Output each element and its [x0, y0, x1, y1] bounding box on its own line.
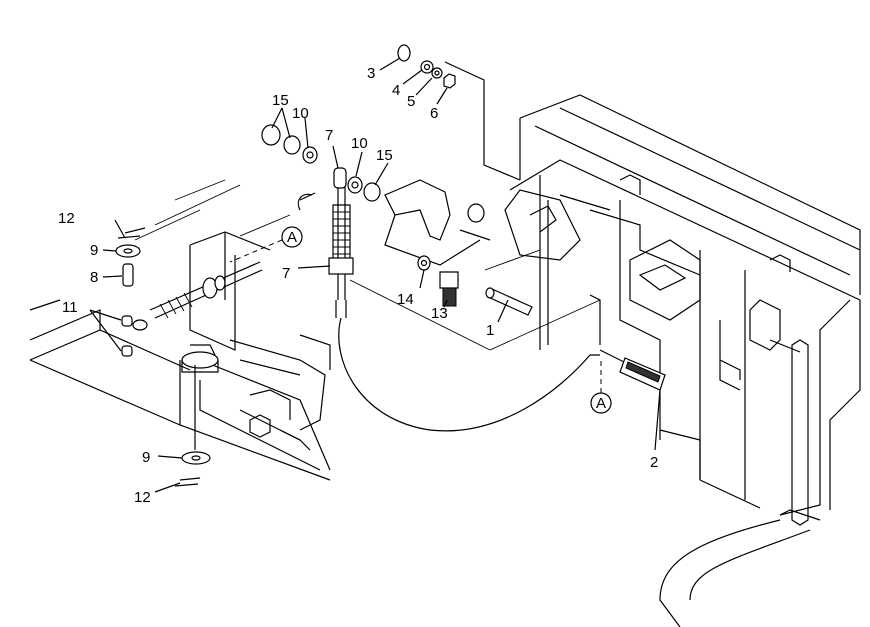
- pin-and-bolts: [417, 255, 666, 391]
- callout-13: 13: [431, 305, 448, 322]
- machine-frame: [349, 61, 861, 627]
- callout-9: 9: [142, 449, 150, 466]
- parts-left-group: [115, 192, 316, 487]
- callout-12: 12: [58, 210, 75, 227]
- pivot-bracket: [181, 344, 219, 373]
- cable-assembly: [328, 167, 600, 432]
- callout-9: 9: [90, 242, 98, 259]
- callout-15: 15: [376, 147, 393, 164]
- callout-14: 14: [397, 291, 414, 308]
- reference-mark-label: A: [596, 395, 606, 412]
- callout-11: 11: [62, 299, 78, 316]
- callout-12: 12: [134, 489, 151, 506]
- callout-15: 15: [272, 92, 289, 109]
- left-machine-body: [29, 179, 331, 481]
- reference-mark-a-upper: A: [229, 226, 303, 263]
- callout-3: 3: [367, 65, 375, 82]
- left-cable-spring: [132, 261, 263, 331]
- parts-top-group: [397, 44, 456, 89]
- callout-7: 7: [282, 265, 290, 282]
- lever-bracket: [384, 179, 491, 266]
- parts-upper-left-group: [261, 124, 381, 202]
- leader-lines: [89, 57, 661, 493]
- callout-6: 6: [430, 105, 438, 122]
- callout-4: 4: [392, 82, 400, 99]
- callout-5: 5: [407, 93, 415, 110]
- callout-7: 7: [325, 127, 333, 144]
- reference-mark-label: A: [287, 229, 297, 246]
- callout-numbers: 3 4 5 6 15 10 7 10 15 12 9 8 7 11 14 13 …: [58, 65, 658, 506]
- callout-8: 8: [90, 269, 98, 286]
- callout-10: 10: [351, 135, 368, 152]
- callout-2: 2: [650, 454, 658, 471]
- reference-mark-a-lower: A: [590, 360, 612, 414]
- callout-1: 1: [486, 322, 494, 339]
- callout-10: 10: [292, 105, 309, 122]
